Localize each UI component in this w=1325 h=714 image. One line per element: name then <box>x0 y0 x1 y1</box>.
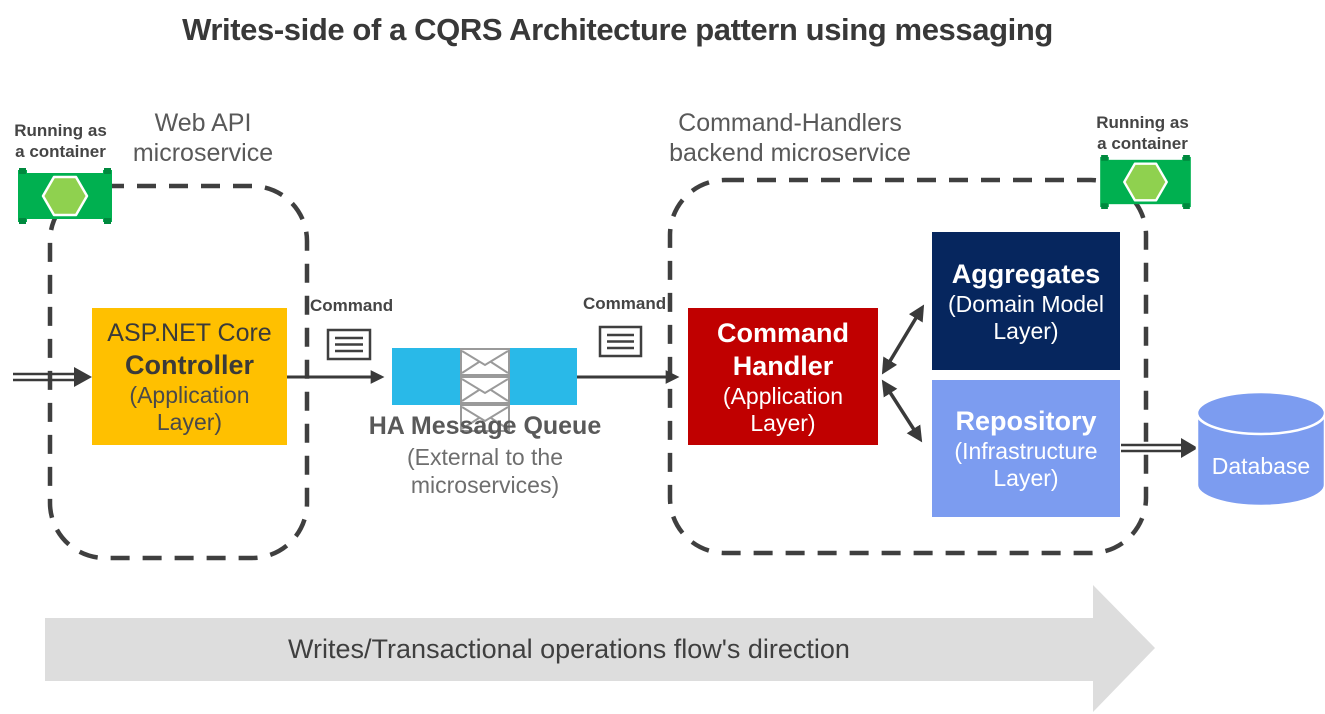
controller-node: ASP.NET Core Controller (Application Lay… <box>92 308 287 445</box>
webapi-zone-label: Web API microservice <box>132 109 274 167</box>
command-handler-subtitle: Handler <box>732 350 834 381</box>
repository-layer-line2: Layer) <box>993 465 1059 491</box>
controller-title: ASP.NET Core <box>107 318 272 347</box>
aggregates-title: Aggregates <box>951 258 1101 289</box>
command-document-icon-1 <box>326 328 372 361</box>
repository-layer-line1: (Infrastructure <box>954 438 1098 464</box>
repository-title: Repository <box>955 406 1097 436</box>
command-handler-layer-line2: Layer) <box>750 409 816 436</box>
command-handler-node: Command Handler (Application Layer) <box>688 308 878 445</box>
webapi-boundary <box>47 183 310 561</box>
envelope-icon <box>459 348 510 376</box>
flow-banner-arrow <box>45 585 1155 712</box>
running-as-container-label-right: Running as a container <box>1096 113 1189 153</box>
command-handler-title: Command <box>716 317 849 348</box>
controller-subtitle: Controller <box>124 349 254 380</box>
repository-node: Repository (Infrastructure Layer) <box>932 380 1120 517</box>
aggregates-node: Aggregates (Domain Model Layer) <box>932 232 1120 370</box>
handler-repository-arrow <box>881 379 923 443</box>
envelope-icon <box>459 404 510 432</box>
message-queue-node <box>392 348 577 432</box>
container-icon-right <box>1098 155 1193 209</box>
backend-zone-label: Command-Handlers backend microservice <box>669 109 911 167</box>
envelope-icon <box>459 376 510 404</box>
flow-banner-label: Writes/Transactional operations flow's d… <box>288 634 850 664</box>
controller-layer-line2: Layer) <box>156 408 223 435</box>
diagram-title: Writes-side of a CQRS Architecture patte… <box>182 12 1053 47</box>
handler-aggregates-arrow <box>881 304 925 375</box>
repository-to-database-arrow <box>1121 438 1198 458</box>
backend-boundary <box>667 177 1149 556</box>
aggregates-layer-line1: (Domain Model <box>948 290 1104 317</box>
aggregates-layer-line2: Layer) <box>993 317 1059 344</box>
command-document-icon-2 <box>598 325 643 358</box>
queue-note: (External to the microservices) <box>407 444 563 498</box>
controller-layer-line1: (Application <box>129 381 250 408</box>
queue-caption: HA Message Queue <box>368 412 602 440</box>
incoming-request-arrow <box>13 367 92 387</box>
command-handler-layer-line1: (Application <box>722 382 844 409</box>
command-message-label-2: Command <box>583 294 667 313</box>
container-icon-left <box>18 168 112 224</box>
running-as-container-label-left: Running as a container <box>14 121 107 161</box>
database-cylinder <box>1195 390 1325 508</box>
database-label: Database <box>1211 453 1311 479</box>
command-message-label-1: Command <box>310 296 394 315</box>
